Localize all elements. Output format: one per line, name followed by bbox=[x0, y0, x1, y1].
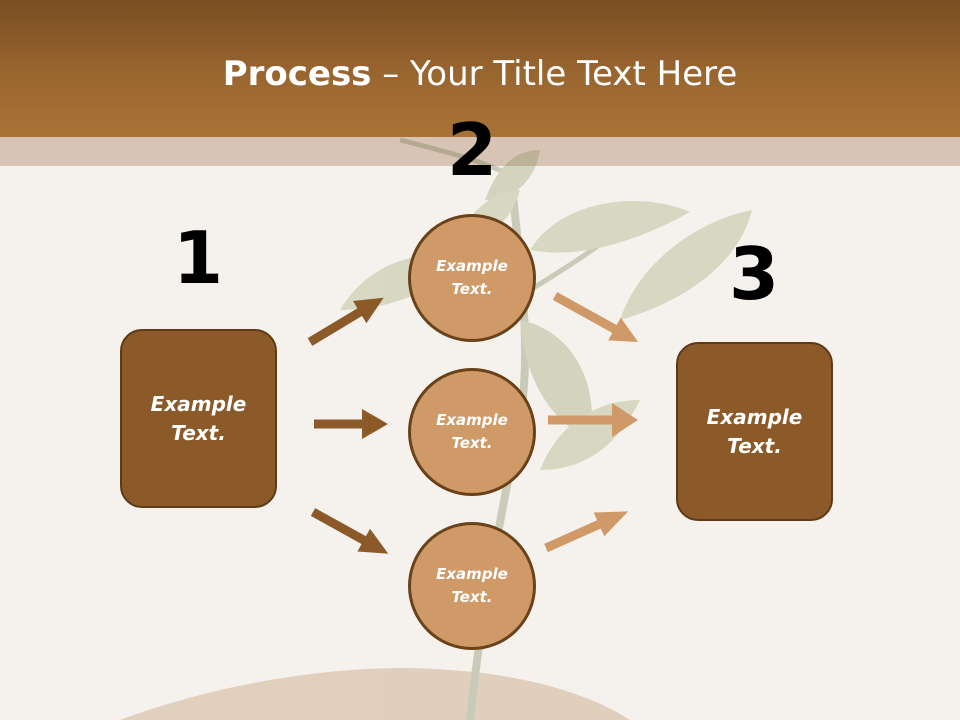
step-number-3: 3 bbox=[728, 232, 780, 316]
step-2-circle-top: Example Text. bbox=[408, 214, 536, 342]
arrow-top-to-3 bbox=[552, 292, 639, 343]
step-number-1: 1 bbox=[172, 216, 224, 300]
arrow-1-to-bottom bbox=[310, 508, 389, 554]
title-bar bbox=[0, 0, 960, 137]
arrow-bottom-to-3 bbox=[544, 511, 629, 553]
slide-title: Process – Your Title Text Here bbox=[0, 52, 960, 96]
step-1-box: Example Text. bbox=[120, 329, 277, 508]
step-number-2: 2 bbox=[446, 108, 498, 192]
step-2-circle-bottom: Example Text. bbox=[408, 522, 536, 650]
arrow-1-to-top bbox=[307, 297, 384, 346]
step-3-box: Example Text. bbox=[676, 342, 833, 521]
step-2-circle-bottom-text: Example Text. bbox=[436, 565, 508, 606]
slide-title-rest: – Your Title Text Here bbox=[371, 54, 738, 94]
arrow-middle-to-3 bbox=[548, 403, 638, 437]
step-2-circle-top-text: Example Text. bbox=[436, 257, 508, 298]
title-bar-strip bbox=[0, 137, 960, 166]
step-2-circle-middle: Example Text. bbox=[408, 368, 536, 496]
arrow-1-to-middle bbox=[314, 409, 388, 439]
step-3-text: Example Text. bbox=[706, 404, 803, 458]
step-2-circle-middle-text: Example Text. bbox=[436, 411, 508, 452]
step-1-text: Example Text. bbox=[150, 391, 247, 445]
slide-title-bold: Process bbox=[222, 54, 372, 94]
